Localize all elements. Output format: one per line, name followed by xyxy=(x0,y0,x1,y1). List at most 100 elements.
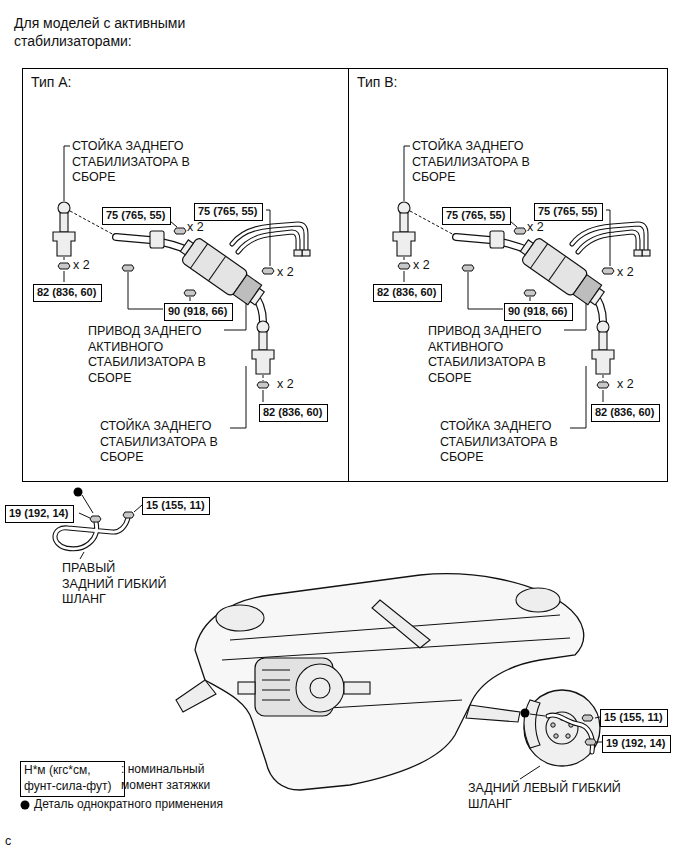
actuator xyxy=(208,256,225,281)
brake-hose xyxy=(548,715,592,752)
leader-line xyxy=(266,210,270,266)
quantity-mark: x 2 xyxy=(413,258,430,274)
brake-hose xyxy=(548,715,592,752)
stabilizer-link xyxy=(58,263,70,269)
rear-suspension-member xyxy=(195,574,584,790)
actuator xyxy=(180,240,193,255)
quantity-mark: x 2 xyxy=(617,265,634,281)
brake-hose xyxy=(521,709,530,718)
torque-value: 15 (155, 11) xyxy=(604,711,664,725)
torque-spec-box: 75 (765, 55) xyxy=(194,203,263,221)
stabilizer-link xyxy=(263,375,264,381)
legend-key-text: Н*м (кгс*см, фунт-сила-фут) xyxy=(24,763,120,794)
actuator xyxy=(190,244,207,269)
stabilizer-bar xyxy=(150,231,164,248)
torque-value: 15 (155, 11) xyxy=(146,499,206,513)
legend-key-box: Н*м (кгс*см, фунт-сила-фут) xyxy=(20,761,125,797)
rear-suspension-member xyxy=(372,600,430,648)
figure-code: c xyxy=(5,834,11,850)
quantity-mark: x 2 xyxy=(277,377,294,393)
leader-line xyxy=(128,272,163,309)
hydraulic-pipe xyxy=(232,224,310,256)
brake-disc xyxy=(524,690,600,766)
legend-text: : номинальный момент затяжки xyxy=(121,762,236,793)
quantity-mark: x 2 xyxy=(187,220,204,236)
hydraulic-pipe xyxy=(238,232,298,252)
leader-line xyxy=(64,210,270,428)
stabilizer-link xyxy=(252,321,274,388)
hydraulic-pipe xyxy=(302,250,310,256)
stabilizer-link xyxy=(53,232,75,256)
brake-hose xyxy=(80,552,84,559)
brake-disc xyxy=(554,734,558,738)
nut xyxy=(174,228,186,234)
leader-line xyxy=(230,366,246,428)
part-name: СТОЙКА ЗАДНЕГО СТАБИЛИЗАТОРА В СБОРЕ xyxy=(100,419,235,466)
brake-hose xyxy=(134,505,142,512)
quantity-mark: x 2 xyxy=(277,265,294,281)
brake-hose xyxy=(90,516,101,522)
differential xyxy=(262,700,290,701)
brake-hose xyxy=(123,512,134,518)
page-heading: Для моделей с активными стабилизаторами: xyxy=(14,15,214,50)
rear-suspension-member xyxy=(216,605,264,631)
part-name: ПРАВЫЙ ЗАДНИЙ ГИБКИЙ ШЛАНГ xyxy=(62,561,170,608)
torque-value: 82 (836, 60) xyxy=(37,286,98,300)
legend-text: Деталь однократного применения xyxy=(34,797,223,813)
brake-disc xyxy=(524,690,600,766)
nut xyxy=(262,268,274,274)
rear-suspension-member xyxy=(176,574,584,790)
leader-line xyxy=(64,271,65,282)
stabilizer-link xyxy=(257,382,269,388)
brake-hose xyxy=(582,715,593,721)
torque-value: 75 (765, 55) xyxy=(538,205,599,219)
torque-value: 19 (192, 14) xyxy=(9,507,70,521)
part-name: ПРИВОД ЗАДНЕГО АКТИВНОГО СТАБИЛИЗАТОРА В… xyxy=(88,324,223,387)
brake-hose xyxy=(55,488,602,780)
torque-spec-box: 15 (155, 11) xyxy=(600,709,668,727)
leader-line xyxy=(170,221,177,227)
torque-spec-box: 19 (192, 14) xyxy=(5,505,74,523)
panel-heading: Тип В: xyxy=(349,69,667,91)
rear-suspension-member xyxy=(466,705,520,722)
leader-line xyxy=(64,146,70,201)
actuator xyxy=(250,288,264,305)
quantity-mark: x 2 xyxy=(527,220,544,236)
quantity-mark: x 2 xyxy=(617,377,634,393)
torque-spec-box: 75 (765, 55) xyxy=(102,207,171,225)
part-name: ПРИВОД ЗАДНЕГО АКТИВНОГО СТАБИЛИЗАТОРА В… xyxy=(428,324,563,387)
hydraulic-pipe xyxy=(294,250,302,256)
single-use-mark xyxy=(20,800,30,810)
torque-spec-box: 82 (836, 60) xyxy=(33,284,102,302)
panel-heading: Тип А: xyxy=(23,69,348,91)
rear-suspension-member xyxy=(516,588,560,612)
part-name: СТОЙКА ЗАДНЕГО СТАБИЛИЗАТОРА В СБОРЕ xyxy=(412,139,547,186)
differential xyxy=(310,678,330,698)
part-name: СТОЙКА ЗАДНЕГО СТАБИЛИЗАТОРА В СБОРЕ xyxy=(440,419,575,466)
brake-hose xyxy=(82,495,93,513)
torque-value: 90 (918, 66) xyxy=(168,305,229,319)
torque-spec-box: 15 (155, 11) xyxy=(142,497,210,515)
brake-hose xyxy=(530,714,545,716)
brake-disc xyxy=(551,723,555,727)
stabilizer-link xyxy=(58,202,70,214)
leader-line xyxy=(190,297,191,301)
nut xyxy=(122,265,134,271)
brake-hose xyxy=(74,488,83,497)
torque-spec-box: 90 (918, 66) xyxy=(164,303,233,321)
torque-spec-box: 82 (836, 60) xyxy=(259,404,328,422)
brake-hose xyxy=(79,513,90,518)
part-name: ЗАДНИЙ ЛЕВЫЙ ГИБКИЙ ШЛАНГ xyxy=(468,781,633,812)
differential xyxy=(262,680,290,681)
torque-spec-box: 75 (765, 55) xyxy=(534,203,603,221)
brake-disc xyxy=(524,700,540,748)
torque-spec-box: 82 (836, 60) xyxy=(591,404,660,422)
torque-spec-box: 19 (192, 14) xyxy=(602,735,671,753)
quantity-mark: x 2 xyxy=(73,258,90,274)
differential xyxy=(262,670,290,671)
brake-hose xyxy=(585,739,596,745)
nut xyxy=(184,290,196,296)
leader-line xyxy=(263,390,264,402)
torque-value: 82 (836, 60) xyxy=(263,406,324,420)
